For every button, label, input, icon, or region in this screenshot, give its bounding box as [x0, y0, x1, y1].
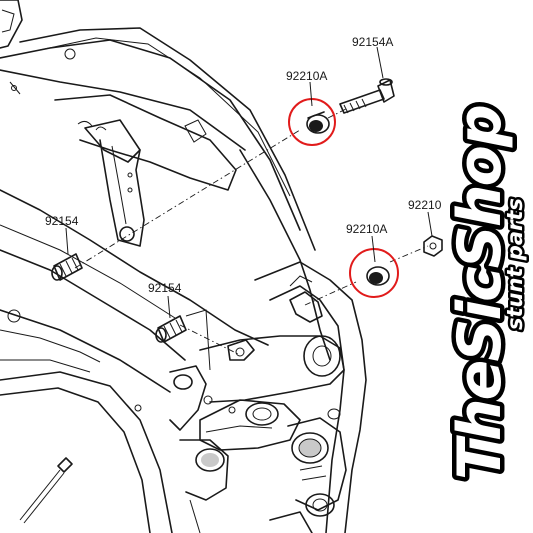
collar-92210A-lower	[366, 266, 390, 286]
leader-92154A	[376, 46, 384, 79]
assembly-axis-lines	[74, 107, 429, 355]
label-92154A: 92154A	[352, 35, 393, 49]
collar-92210A-upper	[306, 111, 330, 134]
nut-92210	[423, 235, 443, 257]
axis-mid	[179, 324, 239, 355]
part-labels: 92154A 92210A 92210 92210A 92154 92154	[45, 35, 442, 295]
leader-92210A-upper	[309, 81, 313, 107]
leader-92210	[427, 211, 433, 237]
brand-logo: TheSicShop stunt parts	[441, 102, 530, 485]
bolt-92154A	[339, 78, 395, 114]
label-92210A-upper: 92210A	[286, 69, 327, 83]
leader-lines	[65, 46, 433, 371]
brand-tagline: stunt parts	[503, 198, 527, 330]
label-92154-mid: 92154	[148, 281, 182, 295]
label-92210: 92210	[408, 198, 442, 212]
axis-upper	[74, 129, 301, 269]
axis-upper-ext	[327, 107, 349, 119]
leader-92154-left	[65, 227, 69, 255]
bolt-92154-left	[51, 253, 83, 281]
label-92210A-lower: 92210A	[346, 222, 387, 236]
leader-92154-mid	[167, 295, 211, 371]
brand-name: TheSicShop	[445, 106, 515, 480]
axis-lower-ext	[389, 245, 429, 263]
hardware-parts	[51, 78, 443, 343]
axis-lower	[304, 281, 357, 306]
motorcycle-frame	[0, 0, 367, 533]
label-92154-left: 92154	[45, 214, 79, 228]
leader-92210A-lower	[371, 235, 376, 263]
bolt-92154-mid	[155, 315, 187, 343]
highlight-circle-upper-collar	[288, 98, 336, 146]
